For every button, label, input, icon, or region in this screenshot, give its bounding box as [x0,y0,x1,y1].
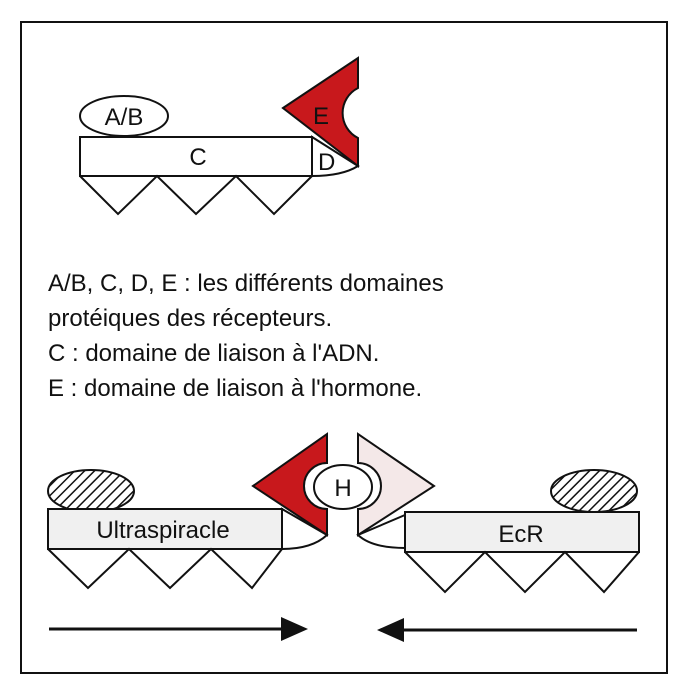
hormone-label: H [334,475,351,502]
domain-d-label: D [318,149,335,176]
dna-binding-teeth [79,174,313,216]
domain-c-label: C [189,144,206,171]
hatched-domain-left [47,469,135,513]
legend-line: C : domaine de liaison à l'ADN. [48,340,380,367]
hormone-ellipse [313,464,373,510]
legend-line: protéiques des récepteurs. [48,305,333,332]
dna-binding-teeth-left [47,547,283,590]
ecr-box [404,511,640,553]
hatched-domain-right [550,469,638,513]
legend: A/B, C, D, E : les différents domaines p… [48,266,444,406]
dna-binding-teeth-right [404,550,640,594]
domain-ab-label: A/B [105,104,144,131]
hormone: H [313,464,373,510]
ligand-domain-left [251,432,328,537]
domain-e-shape [281,56,359,169]
ultraspiracle-receptor: Ultraspiracle [47,432,329,590]
arrow-left-to-right [49,617,308,641]
top-receptor: A/B C D E [79,56,360,216]
legend-line: E : domaine de liaison à l'hormone. [48,375,423,402]
ultraspiracle-label: Ultraspiracle [96,517,229,544]
domain-c-box [79,136,313,177]
figure-border [20,21,668,674]
ecr-label: EcR [498,521,543,548]
arrow-right-to-left [377,618,637,642]
ultraspiracle-box [47,508,283,550]
ligand-domain-right [357,432,436,537]
domain-e-label: E [313,103,329,130]
legend-line: A/B, C, D, E : les différents domaines [48,270,444,297]
ecr-receptor: EcR [356,432,640,594]
